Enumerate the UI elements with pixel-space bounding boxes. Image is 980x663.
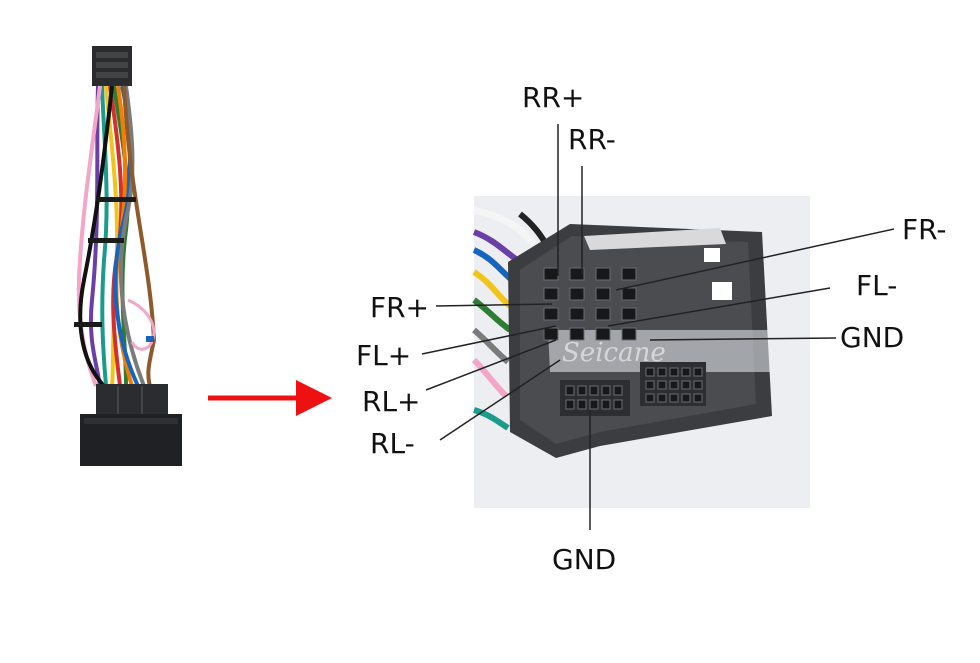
connector-pin-grid bbox=[543, 267, 637, 341]
wiring-harness bbox=[74, 46, 182, 466]
connector-pin bbox=[693, 367, 703, 377]
harness-wire bbox=[78, 85, 114, 388]
connector-pin bbox=[569, 327, 585, 341]
connector-pin bbox=[613, 399, 623, 410]
harness-wire bbox=[88, 85, 102, 387]
connector-pin bbox=[621, 307, 637, 321]
connector-pin bbox=[569, 307, 585, 321]
connector-pin bbox=[595, 267, 611, 281]
label-gnd-bottom: GND bbox=[552, 543, 617, 576]
label-fl-plus: FL+ bbox=[356, 339, 412, 372]
leader-rl-minus bbox=[439, 359, 561, 441]
connector-pin bbox=[645, 367, 655, 377]
leader-lines bbox=[421, 124, 895, 530]
connector-pin bbox=[595, 327, 611, 341]
connector-pin bbox=[565, 385, 575, 396]
cable-tie bbox=[88, 238, 124, 243]
connector-sticker bbox=[584, 228, 726, 250]
latch-opening bbox=[712, 282, 732, 300]
connector-pin bbox=[657, 393, 667, 403]
label-rr-plus: RR+ bbox=[522, 81, 585, 114]
connector-pin bbox=[595, 307, 611, 321]
leader-gnd-right bbox=[649, 337, 837, 341]
connector-pin bbox=[543, 307, 559, 321]
connector-pin bbox=[577, 399, 587, 410]
harness-wire bbox=[100, 85, 109, 387]
connector-pin bbox=[669, 367, 679, 377]
connector-pin bbox=[565, 399, 575, 410]
connector-pin bbox=[657, 367, 667, 377]
leader-fl-minus bbox=[607, 287, 831, 327]
connector-pin bbox=[645, 380, 655, 390]
connector-pin bbox=[601, 399, 611, 410]
latch-opening bbox=[704, 248, 720, 262]
label-rl-plus: RL+ bbox=[362, 385, 421, 418]
watermark-text: Seicane bbox=[562, 338, 666, 368]
leader-fr-minus bbox=[615, 228, 895, 291]
harness-wire bbox=[122, 85, 157, 387]
harness-wire bbox=[118, 85, 146, 387]
cable-tie bbox=[96, 197, 136, 202]
cable-tie bbox=[74, 322, 102, 327]
label-rr-minus: RR- bbox=[568, 123, 616, 156]
connector-pin bbox=[681, 367, 691, 377]
connector-pin bbox=[621, 327, 637, 341]
connector-pin bbox=[569, 287, 585, 301]
connector-pin bbox=[621, 267, 637, 281]
label-fr-minus: FR- bbox=[902, 213, 947, 246]
lower-left-pin-block bbox=[560, 380, 630, 416]
connector-pin bbox=[595, 287, 611, 301]
connector-pin bbox=[613, 385, 623, 396]
connector-pin bbox=[577, 385, 587, 396]
label-fr-plus: FR+ bbox=[370, 291, 430, 324]
connector-pin bbox=[589, 399, 599, 410]
label-gnd-right: GND bbox=[840, 321, 905, 354]
connector-pin bbox=[657, 380, 667, 390]
connector-pin bbox=[693, 380, 703, 390]
leader-fr-plus bbox=[435, 303, 553, 307]
connector-photo bbox=[471, 196, 810, 508]
connector-pin bbox=[693, 393, 703, 403]
connector-pin bbox=[681, 393, 691, 403]
connector-pin bbox=[621, 287, 637, 301]
connector-pin bbox=[669, 393, 679, 403]
connector-pin bbox=[543, 287, 559, 301]
lower-left-pin-grid bbox=[565, 385, 623, 410]
connector-pin bbox=[681, 380, 691, 390]
connector-pin bbox=[543, 267, 559, 281]
leader-rl-plus bbox=[425, 339, 557, 391]
connector-pin bbox=[601, 385, 611, 396]
leader-fl-plus bbox=[421, 325, 557, 355]
harness-loop-wire bbox=[127, 298, 156, 351]
connector-pin bbox=[569, 267, 585, 281]
harness-wires bbox=[76, 85, 157, 388]
connector-pin bbox=[645, 393, 655, 403]
label-rl-minus: RL- bbox=[370, 427, 415, 460]
connector-pin bbox=[669, 380, 679, 390]
label-fl-minus: FL- bbox=[856, 269, 898, 302]
connector-pin bbox=[543, 327, 559, 341]
arrow-head bbox=[296, 380, 332, 416]
lower-pin-grid bbox=[645, 367, 703, 403]
harness-wire-tip bbox=[146, 336, 154, 342]
direction-arrow bbox=[208, 380, 332, 416]
connector-pin bbox=[589, 385, 599, 396]
